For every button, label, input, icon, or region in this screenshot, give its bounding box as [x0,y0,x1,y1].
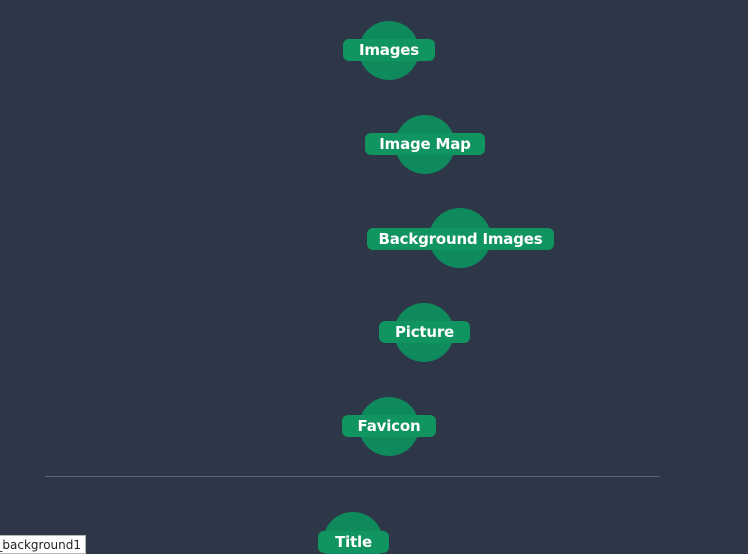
status-text: es_background1 [0,538,81,552]
node-background-images[interactable]: Background Images [367,208,554,270]
section-divider [45,476,660,477]
link-status-tooltip: es_background1 [0,535,86,554]
node-title-label: Title [318,531,389,553]
node-images-label: Images [343,39,435,61]
node-title[interactable]: Title [318,512,389,554]
node-picture[interactable]: Picture [379,302,470,362]
node-image-map[interactable]: Image Map [365,114,485,174]
node-background-images-label: Background Images [367,228,554,250]
node-images[interactable]: Images [343,20,435,80]
node-favicon[interactable]: Favicon [342,396,436,456]
node-image-map-label: Image Map [365,133,485,155]
node-favicon-label: Favicon [342,415,436,437]
node-picture-label: Picture [379,321,470,343]
